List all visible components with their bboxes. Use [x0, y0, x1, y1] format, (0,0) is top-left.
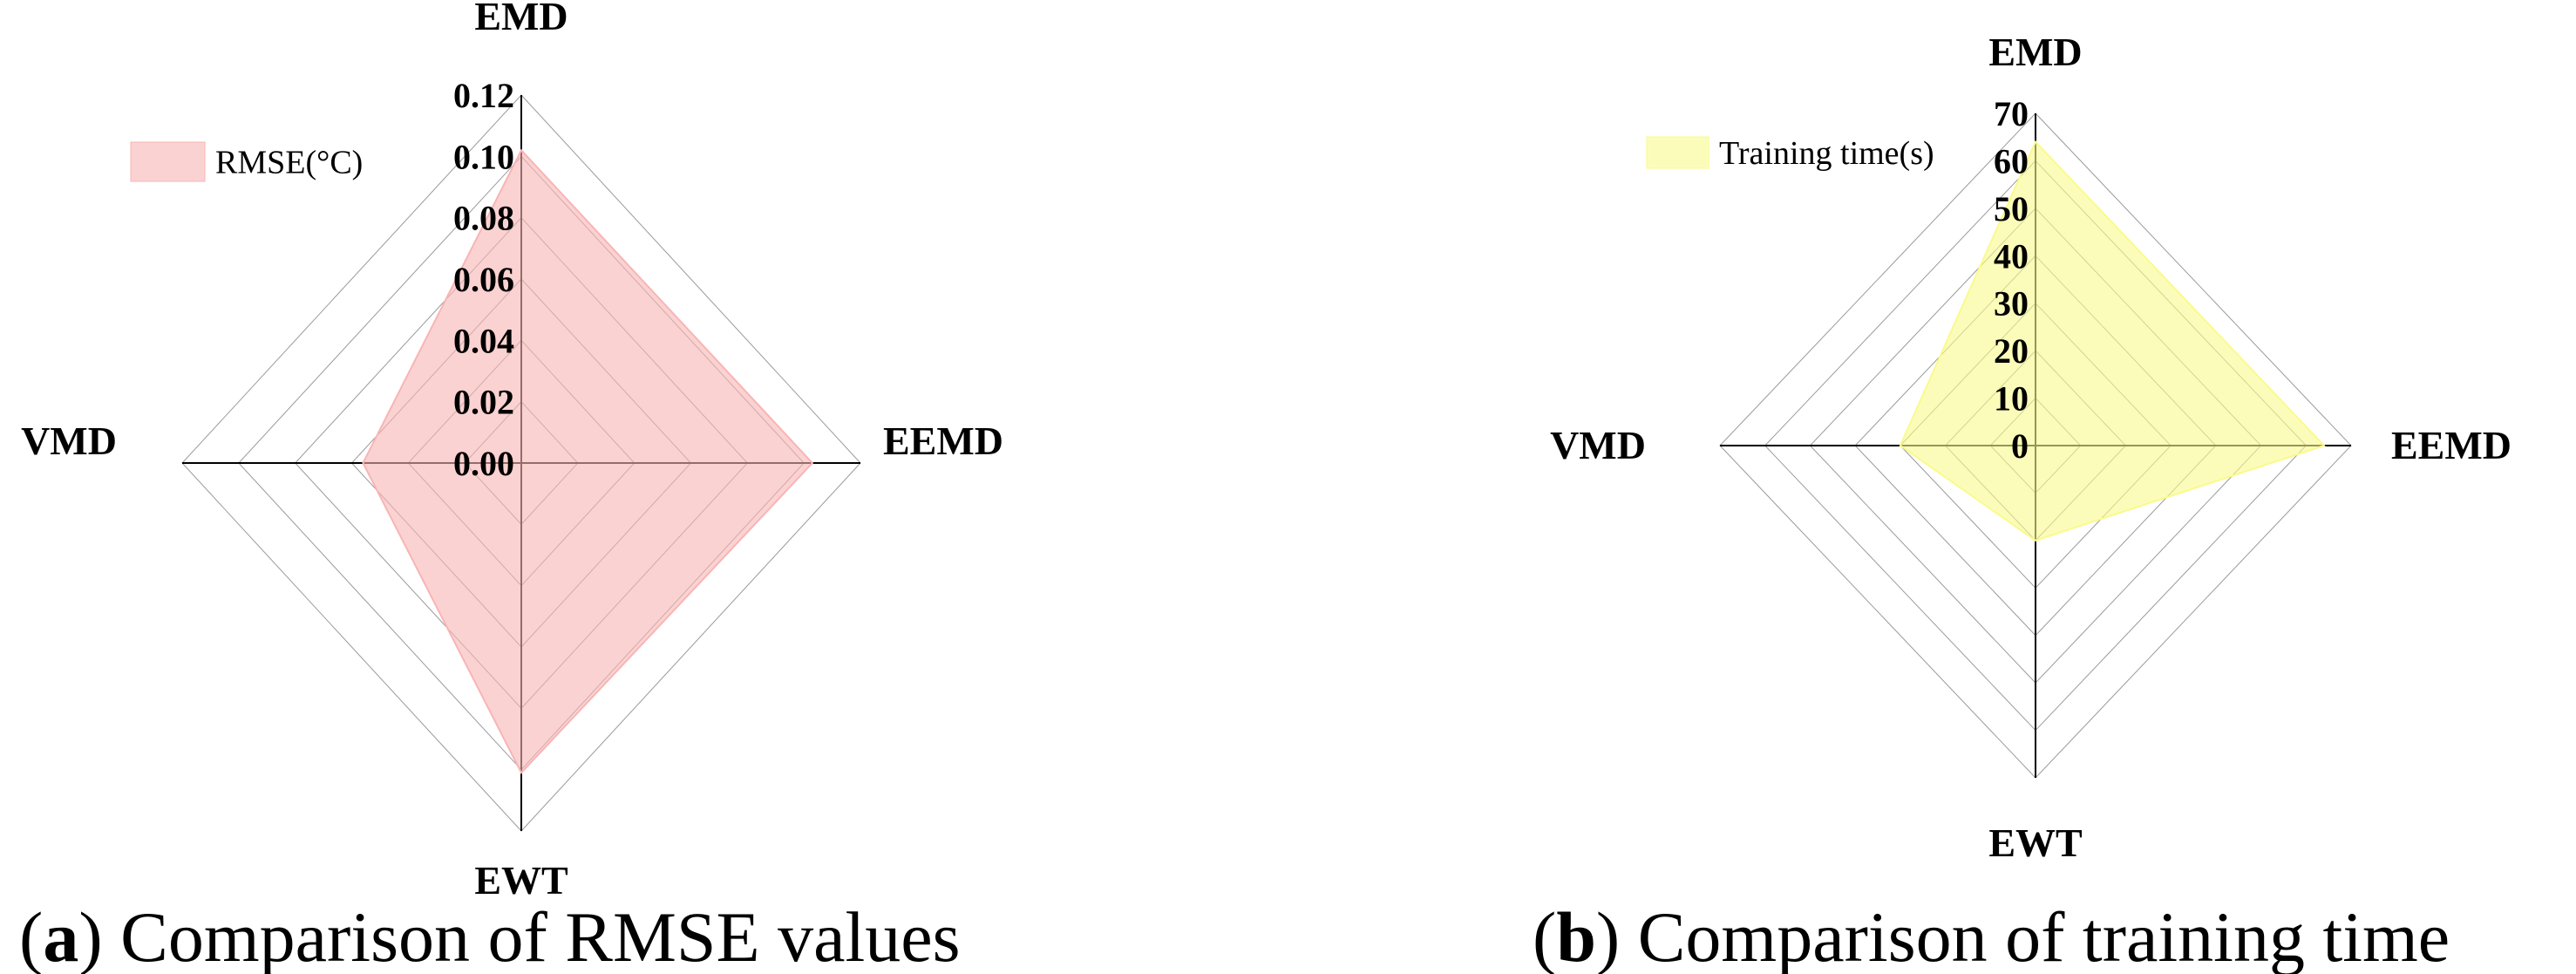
axis-label-vmd: VMD: [21, 419, 117, 463]
axis-label-emd: EMD: [1988, 30, 2082, 74]
axis-label-emd: EMD: [474, 0, 568, 38]
legend-swatch: [130, 141, 206, 182]
tick-label: 0.06: [453, 260, 514, 299]
caption-b: (b) Comparison of training time: [1533, 902, 2450, 973]
caption-a: (a) Comparison of RMSE values: [19, 902, 961, 973]
legend-swatch: [1646, 136, 1709, 169]
tick-label: 0.08: [453, 199, 514, 238]
axis-label-eemd: EEMD: [883, 419, 1003, 463]
tick-label: 0.12: [453, 76, 514, 115]
tick-label: 70: [1994, 94, 2029, 133]
tick-label: 50: [1994, 189, 2029, 228]
legend-label: Training time(s): [1719, 135, 1934, 172]
tick-label: 10: [1994, 379, 2029, 419]
axis-label-ewt: EWT: [1988, 821, 2082, 865]
tick-label: 0.04: [453, 321, 514, 360]
caption-a-text: Comparison of RMSE values: [120, 897, 961, 974]
tick-label: 0: [2011, 426, 2029, 466]
tick-label: 40: [1994, 236, 2029, 276]
caption-b-text: Comparison of training time: [1637, 897, 2450, 974]
series-area: [362, 148, 814, 774]
axis-label-eemd: EEMD: [2391, 423, 2511, 467]
axis-label-ewt: EWT: [474, 858, 568, 902]
tick-label: 60: [1994, 141, 2029, 180]
tick-label: 0.10: [453, 137, 514, 176]
tick-label: 30: [1994, 284, 2029, 324]
tick-label: 0.02: [453, 383, 514, 422]
series-area: [1899, 140, 2326, 541]
axis-label-vmd: VMD: [1550, 423, 1646, 467]
legend-label: RMSE(°C): [215, 145, 363, 181]
tick-label: 0.00: [453, 444, 514, 483]
tick-label: 20: [1994, 331, 2029, 371]
caption-b-letter: b: [1556, 897, 1596, 974]
caption-a-letter: a: [43, 897, 79, 974]
